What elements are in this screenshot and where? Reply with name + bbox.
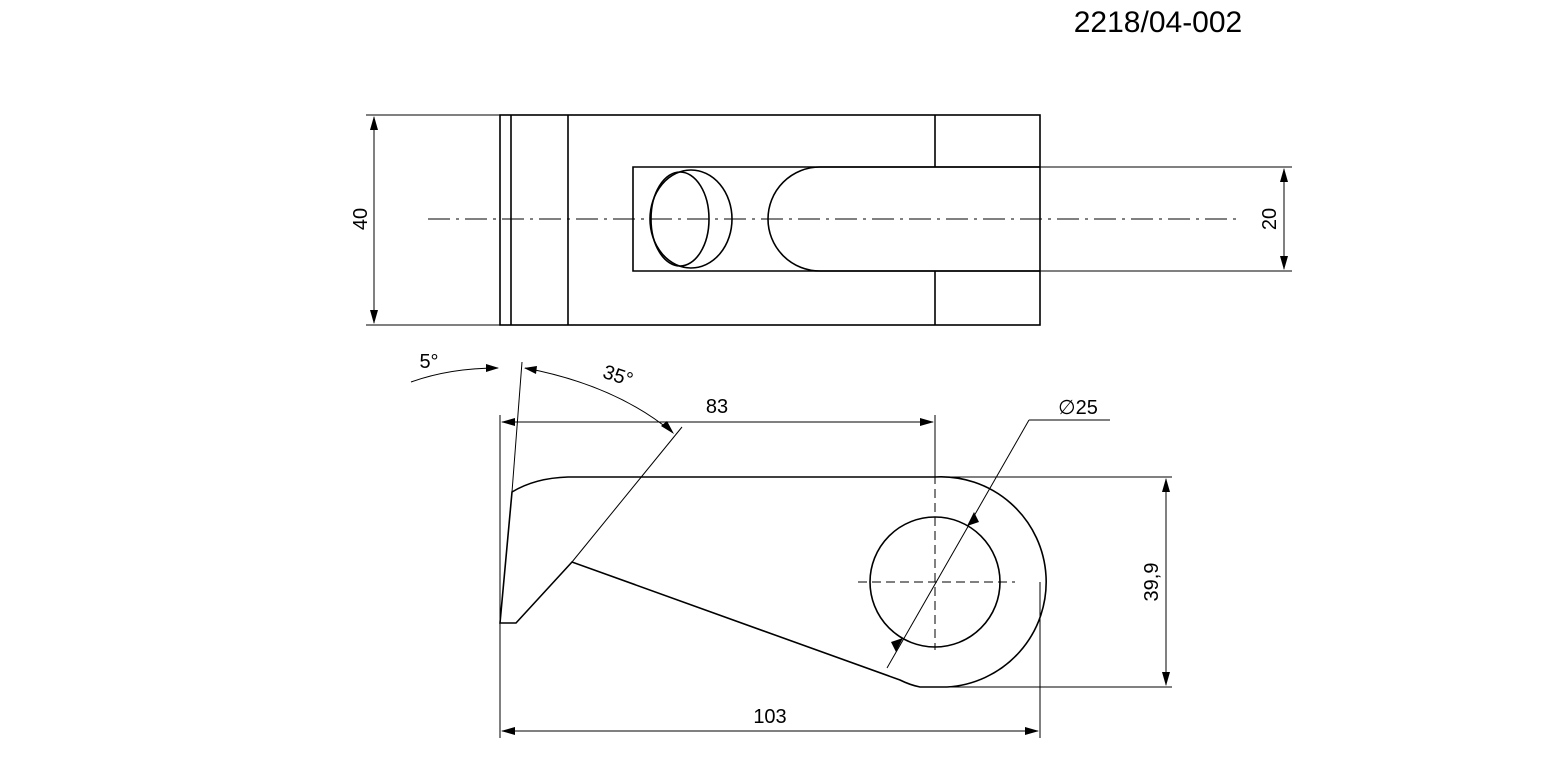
arrowhead (524, 366, 537, 374)
arrowhead (370, 116, 378, 130)
dimension-label-39-9: 39,9 (1141, 563, 1163, 602)
arrowhead (1162, 478, 1170, 492)
arrowhead (1025, 727, 1039, 735)
arrowhead (501, 418, 515, 426)
front-view: ∅25 83 5° 35° (410, 351, 1172, 738)
top-view-pin-crescent (650, 171, 710, 267)
arrowhead (661, 421, 674, 434)
drawing-number: 2218/04-002 (1074, 6, 1243, 39)
dimension-label-83: 83 (706, 396, 728, 418)
top-view-outline (499, 114, 1041, 326)
dimension-hole-distance-83: 83 (499, 396, 936, 623)
arrowhead (920, 418, 934, 426)
dimension-label-5deg: 5° (419, 351, 438, 373)
dimension-diameter-25: ∅25 (886, 397, 1110, 669)
angle-reference-line-35 (571, 426, 683, 563)
dimension-height-40: 40 (350, 114, 500, 326)
arrowhead (501, 727, 515, 735)
dimension-label-103: 103 (753, 706, 786, 728)
dimension-angle-5: 5° (410, 351, 499, 383)
arrowhead (1280, 168, 1288, 182)
dimension-angle-35: 35° (524, 361, 674, 434)
arrowhead (891, 638, 903, 652)
dimension-label-40: 40 (350, 208, 372, 230)
dimension-slot-width-20: 20 (1040, 166, 1292, 272)
dimension-label-diameter: ∅25 (1058, 397, 1098, 419)
arrowhead (486, 364, 499, 372)
arrowhead (1280, 256, 1288, 270)
dimension-height-39-9: 39,9 (935, 476, 1172, 688)
arrowhead (370, 310, 378, 324)
top-view: 40 20 (350, 114, 1292, 326)
arrowhead (1162, 672, 1170, 686)
dimension-label-35deg: 35° (600, 361, 636, 391)
dimension-label-20: 20 (1259, 208, 1281, 230)
dimension-length-103: 103 (499, 582, 1041, 738)
angle-reference-line-5 (511, 361, 523, 493)
arrowhead (967, 512, 979, 526)
